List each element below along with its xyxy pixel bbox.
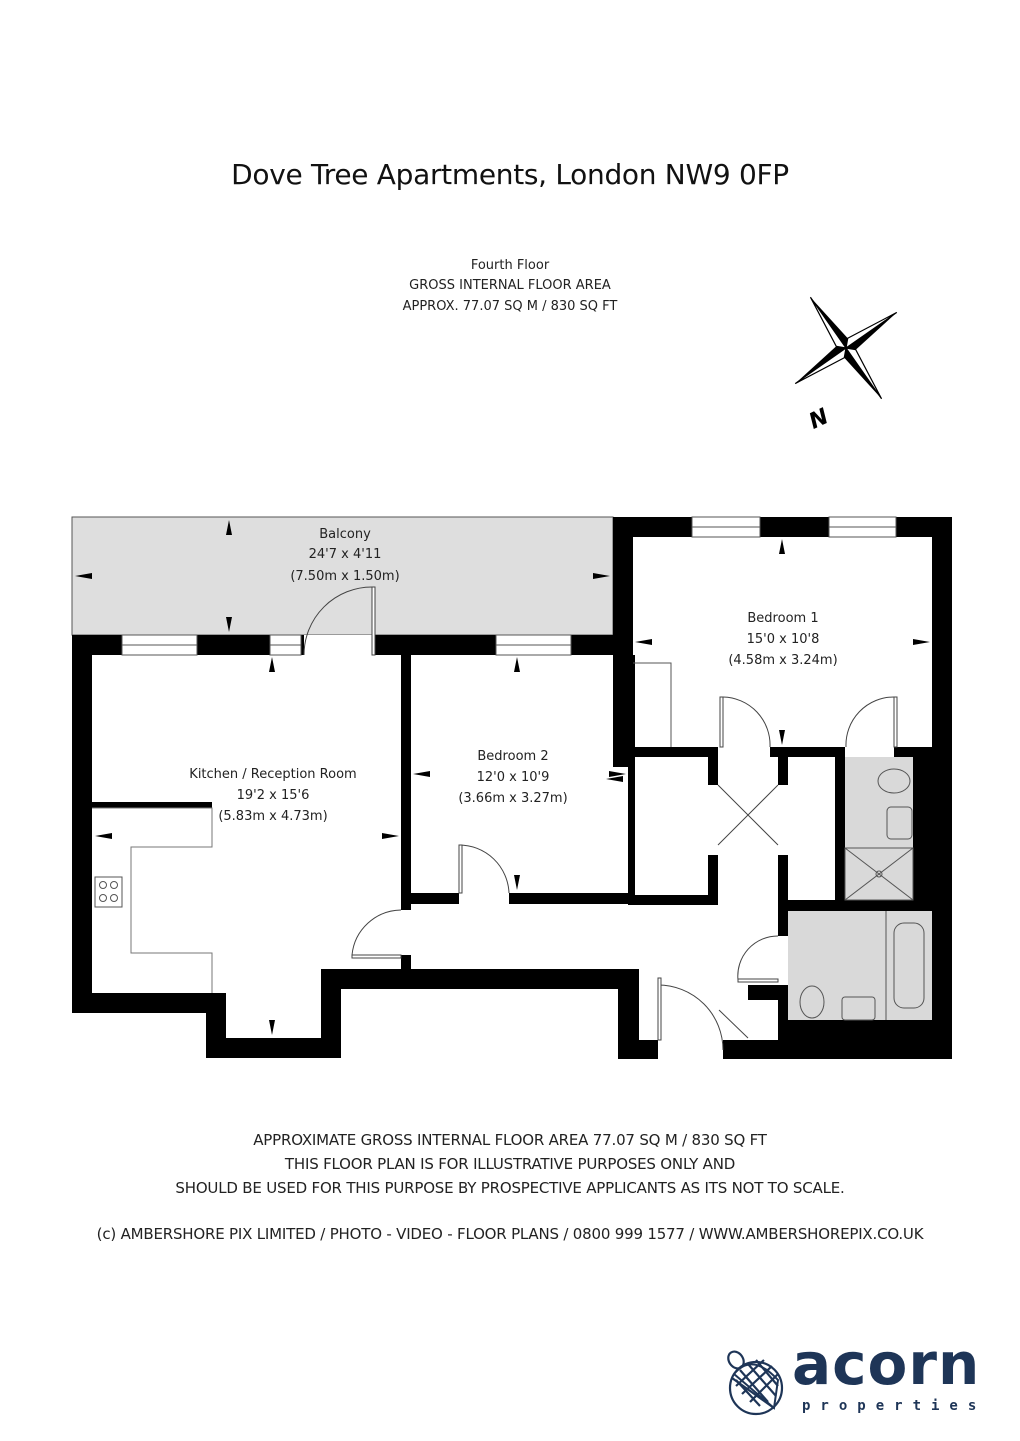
floor-label: Fourth Floor [470,258,550,273]
bathroom [788,911,932,1020]
wardrobe [633,662,672,747]
dimension-arrows [75,520,930,1035]
footer-area: APPROXIMATE GROSS INTERNAL FLOOR AREA 77… [253,1131,767,1149]
bedroom2-label: Bedroom 2 12'0 x 10'9 (3.66m x 3.27m) [458,749,567,806]
acorn-icon [727,1350,784,1416]
balcony-area [71,516,614,636]
svg-text:(3.66m x 3.27m): (3.66m x 3.27m) [458,791,567,806]
svg-text:15'0 x 10'8: 15'0 x 10'8 [747,632,820,647]
svg-text:Balcony: Balcony [319,527,371,542]
compass-north-label: N [805,404,832,434]
ensuite [845,757,913,900]
logo-wordmark: acorn [792,1330,981,1398]
area-value: APPROX. 77.07 SQ M / 830 SQ FT [402,299,618,314]
svg-text:24'7 x 4'11: 24'7 x 4'11 [309,547,382,562]
svg-text:(4.58m x 3.24m): (4.58m x 3.24m) [728,653,837,668]
compass-rose-icon [794,296,898,400]
balcony-label: Balcony 24'7 x 4'11 (7.50m x 1.50m) [290,527,399,584]
logo-subtitle: properties [802,1398,987,1414]
svg-text:(7.50m x 1.50m): (7.50m x 1.50m) [290,569,399,584]
hob-icon [94,876,123,908]
kitchen-counter [92,807,213,993]
svg-text:19'2 x 15'6: 19'2 x 15'6 [237,788,310,803]
bedroom1-label: Bedroom 1 15'0 x 10'8 (4.58m x 3.24m) [728,611,837,668]
ensuite-fixtures [844,768,914,901]
svg-text:Bedroom 2: Bedroom 2 [477,749,548,764]
balcony-door[interactable] [303,586,376,656]
svg-text:Bedroom 1: Bedroom 1 [747,611,818,626]
footer-disclaimer-2: SHOULD BE USED FOR THIS PURPOSE BY PROSP… [175,1179,845,1197]
kitchen-label: Kitchen / Reception Room 19'2 x 15'6 (5.… [189,767,356,824]
footer-disclaimer-1: THIS FLOOR PLAN IS FOR ILLUSTRATIVE PURP… [284,1155,736,1173]
svg-text:12'0 x 10'9: 12'0 x 10'9 [477,770,550,785]
svg-text:(5.83m x 4.73m): (5.83m x 4.73m) [218,809,327,824]
balcony-door-opening [304,635,372,655]
plan-title: Dove Tree Apartments, London NW9 0FP [231,158,789,191]
doors[interactable] [351,696,898,1051]
area-heading: GROSS INTERNAL FLOOR AREA [409,278,611,293]
windows [121,516,897,656]
bathroom-fixtures [799,911,925,1021]
acorn-logo[interactable]: acorn properties [722,1330,1002,1420]
photographer-credit: (c) AMBERSHORE PIX LIMITED / PHOTO - VID… [96,1225,924,1243]
svg-text:Kitchen / Reception Room: Kitchen / Reception Room [189,767,356,782]
